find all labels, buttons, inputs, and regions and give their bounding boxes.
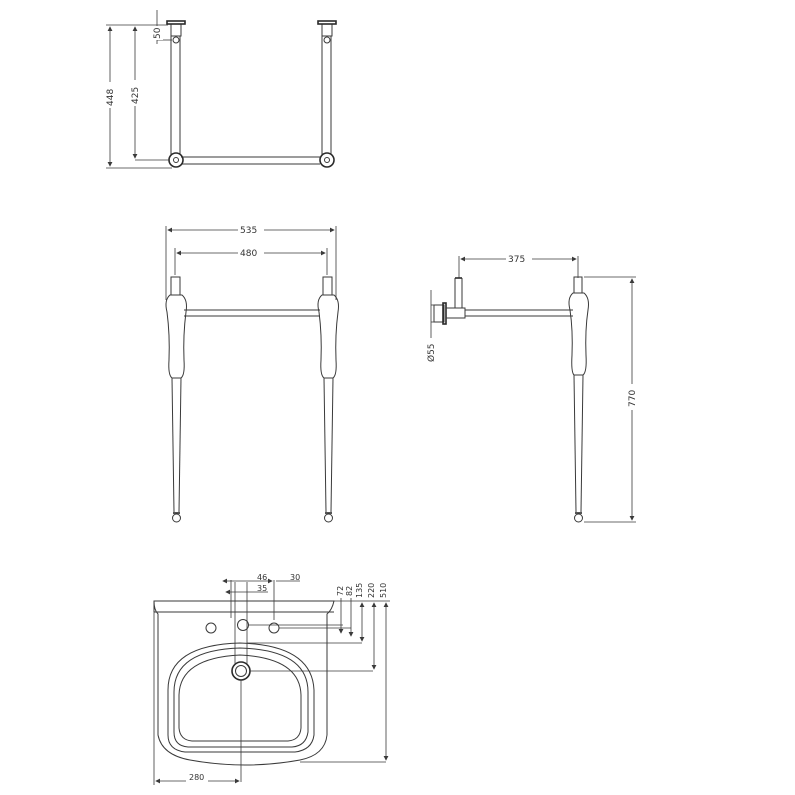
dim-535: 535: [240, 226, 257, 236]
top-view: 448 425 50: [104, 10, 337, 169]
dim-135: 135: [355, 583, 364, 598]
dim-46: 46: [257, 573, 267, 582]
dim-82: 82: [345, 586, 354, 596]
dim-30: 30: [290, 573, 300, 582]
left-leg: [165, 276, 187, 523]
dim-448: 448: [106, 89, 116, 106]
dim-375: 375: [508, 255, 525, 265]
right-leg: [317, 276, 339, 523]
dim-425: 425: [131, 87, 141, 104]
dim-50: 50: [153, 27, 163, 39]
dim-diameter-55: Ø55: [426, 343, 437, 362]
dim-220: 220: [367, 583, 376, 598]
side-view: 375 770 Ø55: [425, 252, 638, 523]
dim-280: 280: [189, 773, 204, 782]
dim-510: 510: [379, 583, 388, 598]
front-view: 535 480: [165, 223, 339, 523]
dim-480: 480: [240, 249, 257, 259]
dim-35: 35: [257, 584, 267, 593]
dim-770: 770: [628, 390, 638, 407]
basin-plan-view: 46 35 30 72 82 135 220 510 280: [153, 573, 390, 785]
dim-72: 72: [336, 586, 345, 596]
